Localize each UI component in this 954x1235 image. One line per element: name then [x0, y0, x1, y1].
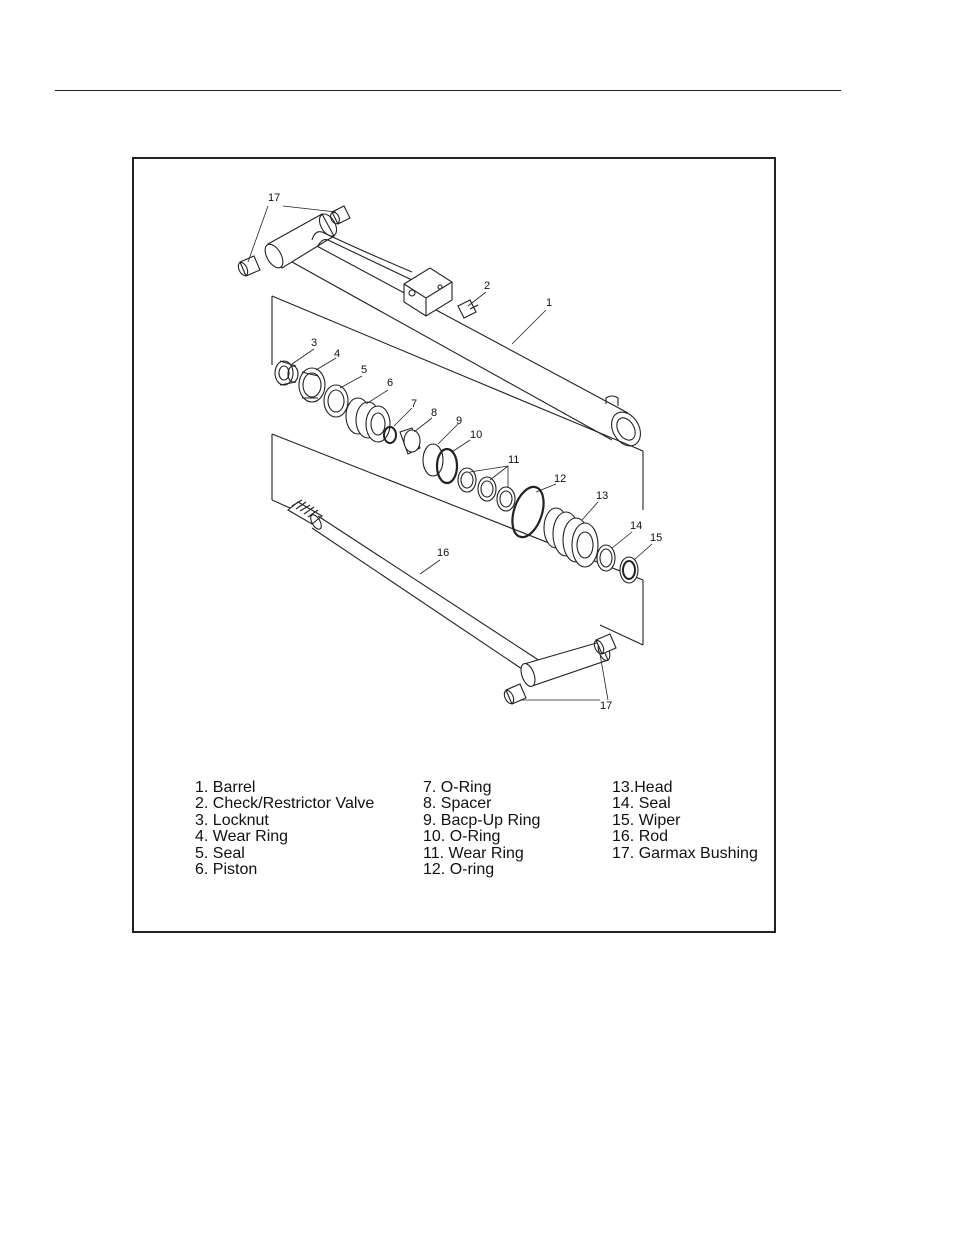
legend-item: 7. O-Ring	[423, 780, 540, 796]
callout-7: 7	[411, 398, 417, 410]
legend-item: 5. Seal	[195, 846, 374, 862]
callout-11: 11	[508, 454, 519, 466]
barrel	[261, 211, 646, 451]
legend-item: 12. O-ring	[423, 862, 540, 878]
callout-10: 10	[470, 429, 482, 441]
callout-9: 9	[456, 415, 462, 427]
legend-item: 9. Bacp-Up Ring	[423, 813, 540, 829]
callout-5: 5	[361, 364, 367, 376]
callout-17-bottom: 17	[600, 700, 612, 712]
wiper	[620, 557, 638, 583]
wear-ring-4	[299, 368, 325, 402]
spacer	[400, 428, 420, 454]
callout-17-top: 17	[268, 192, 280, 204]
legend-item: 6. Piston	[195, 862, 374, 878]
legend-column-2: 7. O-Ring 8. Spacer 9. Bacp-Up Ring 10. …	[423, 780, 540, 878]
check-restrictor-valve	[404, 268, 478, 318]
legend-column-3: 13.Head 14. Seal 15. Wiper 16. Rod 17. G…	[612, 780, 758, 862]
legend-column-1: 1. Barrel 2. Check/Restrictor Valve 3. L…	[195, 780, 374, 878]
legend-item: 11. Wear Ring	[423, 846, 540, 862]
callout-2: 2	[484, 280, 490, 292]
seal-14	[597, 545, 615, 571]
legend-item: 3. Locknut	[195, 813, 374, 829]
callout-16: 16	[437, 547, 449, 559]
legend-item: 1. Barrel	[195, 780, 374, 796]
callout-12: 12	[554, 473, 566, 485]
legend-item: 15. Wiper	[612, 813, 758, 829]
legend-item: 14. Seal	[612, 796, 758, 812]
callout-3: 3	[311, 337, 317, 349]
legend-item: 10. O-Ring	[423, 829, 540, 845]
locknut	[275, 361, 298, 385]
callout-4: 4	[334, 348, 340, 360]
wear-rings-11	[458, 468, 515, 511]
legend-item: 8. Spacer	[423, 796, 540, 812]
callout-1: 1	[546, 297, 552, 309]
legend-item: 13.Head	[612, 780, 758, 796]
callout-6: 6	[387, 377, 393, 389]
legend-item: 17. Garmax Bushing	[612, 846, 758, 862]
callout-15: 15	[650, 532, 662, 544]
head	[544, 508, 598, 567]
back-up-ring	[423, 444, 443, 476]
seal-5	[324, 385, 348, 417]
callout-13: 13	[596, 490, 608, 502]
legend-item: 2. Check/Restrictor Valve	[195, 796, 374, 812]
legend-item: 16. Rod	[612, 829, 758, 845]
callout-14: 14	[630, 520, 642, 532]
callout-8: 8	[431, 407, 437, 419]
legend-item: 4. Wear Ring	[195, 829, 374, 845]
